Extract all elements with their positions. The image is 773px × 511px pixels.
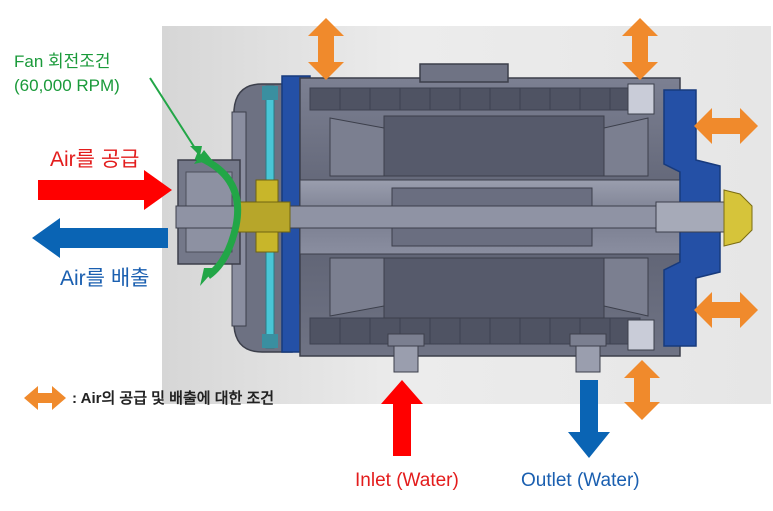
fan-impeller-top [262, 86, 278, 100]
terminal-box [419, 63, 509, 83]
legend-arrow-icon [24, 386, 66, 410]
constraint-arrow-bottom-right [624, 360, 660, 420]
bearing-top [627, 83, 655, 115]
water-outlet-arrow [568, 380, 610, 458]
shaft-end [655, 201, 727, 233]
winding-right-top [603, 117, 649, 177]
winding-right-bottom [603, 257, 649, 317]
water-inlet-port [393, 341, 419, 373]
outlet-water-label: Outlet (Water) [521, 470, 640, 491]
fan-hub [237, 179, 291, 253]
fan-impeller-bottom [262, 334, 278, 348]
fan-condition-line1: Fan 회전조건 [14, 52, 111, 71]
fan-condition-line2: (60,000 RPM) [14, 76, 120, 95]
air-exhaust-arrow [32, 218, 168, 258]
water-outlet-port [575, 341, 601, 373]
air-exhaust-label: Air를 배출 [60, 262, 149, 292]
motor-assembly [175, 63, 753, 373]
bearing-bottom [627, 319, 655, 351]
fan-pointer-line [149, 77, 201, 157]
stator-bottom [383, 257, 605, 319]
output-coupling [723, 189, 753, 247]
air-supply-label: Air를 공급 [50, 143, 139, 173]
constraint-arrow-top-left [308, 18, 344, 80]
winding-left-top [329, 117, 385, 177]
air-supply-rest: 를 공급 [75, 148, 140, 171]
fan-condition-label: Fan 회전조건 (60,000 RPM) [14, 50, 120, 98]
air-exhaust-rest: 를 배출 [85, 267, 150, 290]
constraint-arrow-top-right [622, 18, 658, 80]
fan-rotation-arrow [194, 150, 242, 286]
inlet-water-label: Inlet (Water) [355, 470, 459, 491]
constraint-arrow-right-lower [694, 292, 758, 328]
constraint-arrow-right-upper [694, 108, 758, 144]
cooling-jacket-top [309, 87, 641, 111]
air-exhaust-word: Air [60, 267, 86, 290]
stator-top [383, 115, 605, 177]
air-supply-arrow [38, 170, 172, 210]
winding-left-bottom [329, 257, 385, 317]
constraint-arrows [24, 18, 758, 420]
water-inlet-arrow [381, 380, 423, 456]
legend-text: : Air의 공급 및 배출에 대한 조건 [72, 390, 275, 407]
air-supply-word: Air [50, 148, 76, 171]
